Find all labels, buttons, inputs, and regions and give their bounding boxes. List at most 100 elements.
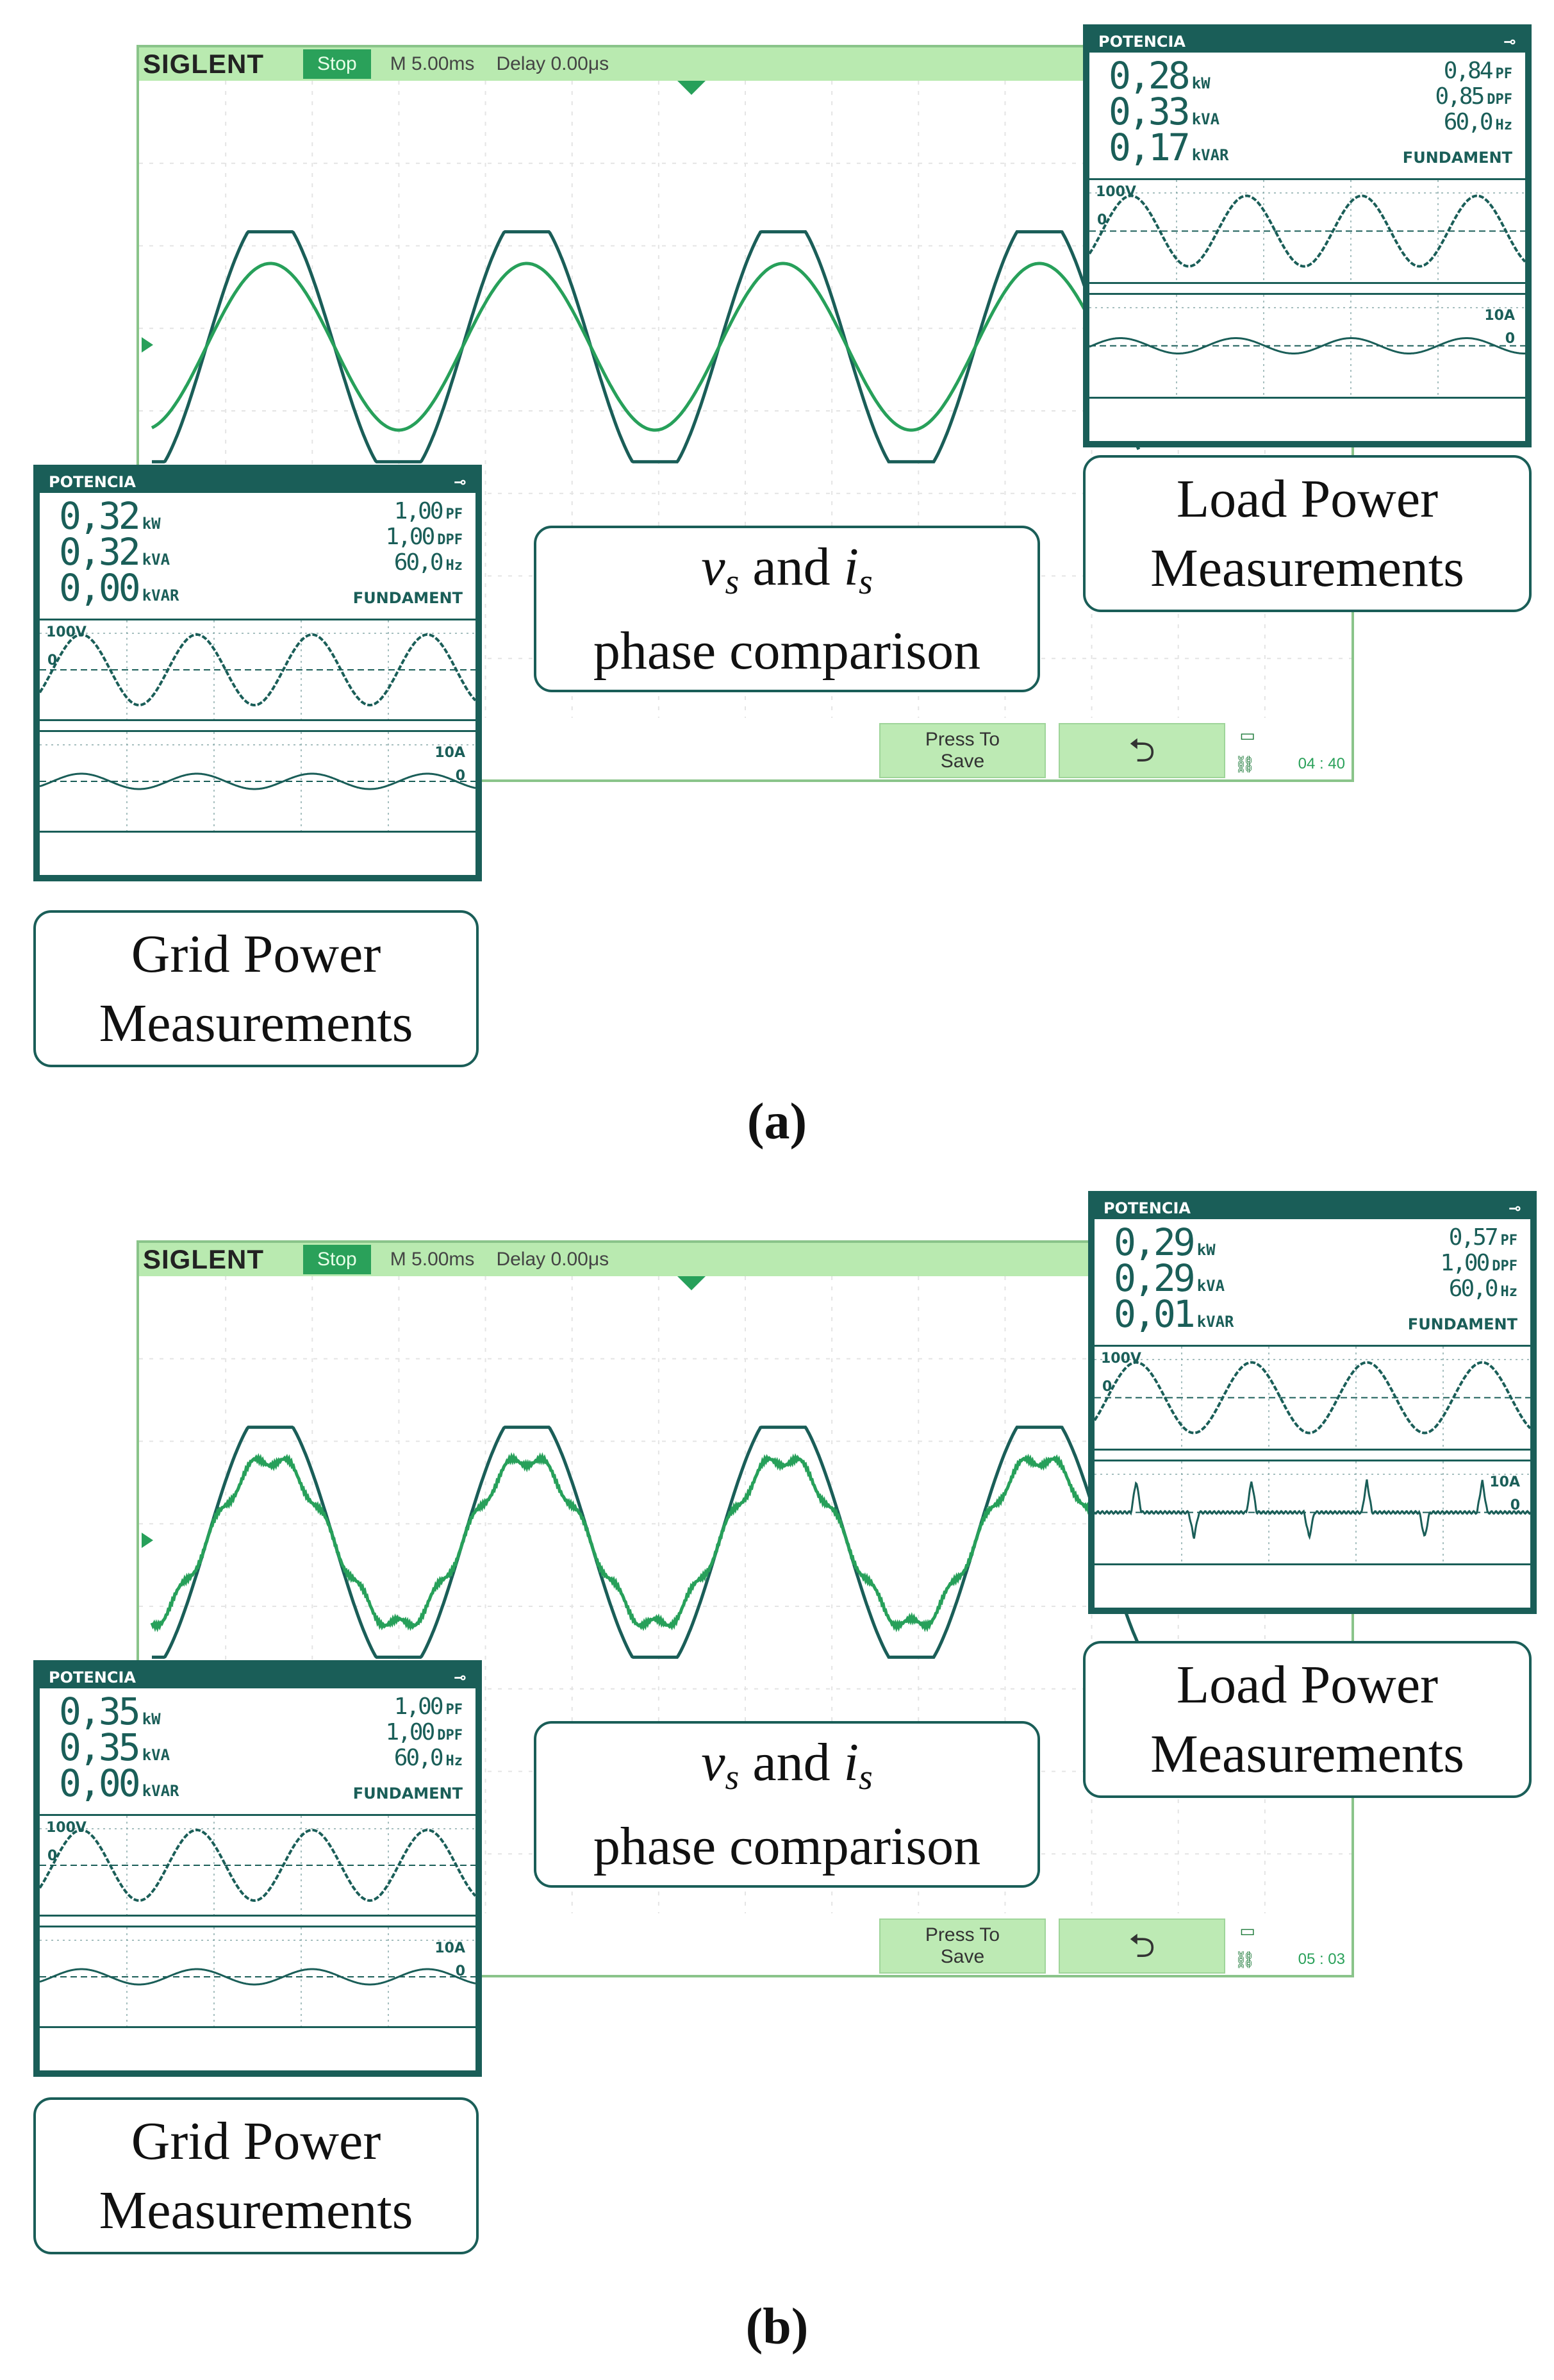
callout-line-2: Measurements xyxy=(1150,538,1464,598)
pf-unit: PF xyxy=(445,506,463,522)
current-trace-plot xyxy=(40,732,475,831)
kvar-unit: kVAR xyxy=(1196,1313,1234,1331)
current-scale-label: 10A xyxy=(1489,1474,1520,1490)
voltage-zero-label: 0 xyxy=(1102,1379,1112,1395)
kva-unit: kVA xyxy=(142,1746,170,1764)
meter-voltage-waveform xyxy=(1089,194,1525,268)
trigger-marker-icon xyxy=(677,81,706,95)
press-to-save-button[interactable]: Press To Save xyxy=(879,723,1046,778)
meter-header: POTENCIA ⊸ xyxy=(40,1667,475,1688)
dpf-value: 0,85 xyxy=(1435,83,1485,110)
run-stop-badge[interactable]: Stop xyxy=(303,1245,371,1274)
hz-unit: Hz xyxy=(445,558,463,574)
meter-current-waveform xyxy=(40,772,475,790)
plug-icon: ⊸ xyxy=(1503,33,1516,51)
callout-line-2: Measurements xyxy=(99,993,413,1053)
vs-subscript: s xyxy=(725,562,740,602)
plug-icon: ⊸ xyxy=(453,473,467,491)
current-scale-label: 10A xyxy=(434,1940,465,1956)
meter-header: POTENCIA ⊸ xyxy=(1089,31,1525,53)
current-scale-label: 10A xyxy=(434,745,465,761)
current-waveform xyxy=(150,1452,1140,1633)
meter-title: POTENCIA xyxy=(1104,1199,1191,1217)
current-trace-plot xyxy=(40,1927,475,2026)
return-arrow-icon[interactable]: ⮌ xyxy=(1059,1918,1225,1974)
dpf-value: 1,00 xyxy=(385,1719,436,1745)
current-zero-label: 0 xyxy=(1505,331,1515,347)
callout-line-1: vs and is xyxy=(701,533,873,617)
meter-voltage-waveform xyxy=(40,633,475,707)
press-to-save-button[interactable]: Press To Save xyxy=(879,1918,1046,1974)
voltage-zero-label: 0 xyxy=(47,653,58,669)
kvar-value: 0,00 xyxy=(59,1761,141,1805)
status-area xyxy=(1238,1918,1347,1974)
kva-unit: kVA xyxy=(1196,1277,1225,1295)
battery-icon: ▭ xyxy=(1239,726,1255,745)
kw-unit: kW xyxy=(142,1710,161,1728)
pf-value: 0,57 xyxy=(1448,1224,1499,1251)
voltage-scale-label: 100V xyxy=(46,1820,87,1836)
current-trace: 10A 0 xyxy=(40,730,475,833)
and-word: and xyxy=(739,1732,844,1792)
status-area xyxy=(1238,723,1347,778)
kva-value: 0,29 xyxy=(1114,1256,1196,1300)
grid-power-callout: Grid Power Measurements xyxy=(33,2097,479,2254)
pf-unit: PF xyxy=(1500,1233,1518,1249)
voltage-trace-plot xyxy=(1095,1347,1530,1449)
panel-b: SIGLENT Stop M 5.00ms Delay 0.00μs Press… xyxy=(0,1191,1554,2380)
callout-line-1: Grid Power xyxy=(131,924,381,984)
dpf-value: 1,00 xyxy=(385,524,436,550)
save-label-2: Save xyxy=(940,1946,985,1967)
hz-unit: Hz xyxy=(1495,117,1513,133)
is-symbol: i xyxy=(843,1732,859,1792)
meter-title: POTENCIA xyxy=(49,473,136,491)
plug-icon: ⊸ xyxy=(1508,1199,1521,1217)
scope-clock: 05 : 03 xyxy=(1298,1951,1345,1968)
return-arrow-icon[interactable]: ⮌ xyxy=(1059,723,1225,778)
meter-current-waveform xyxy=(40,1968,475,1986)
hz-unit: Hz xyxy=(1500,1284,1518,1300)
callout-line-2: Measurements xyxy=(1150,1724,1464,1784)
meter-header: POTENCIA ⊸ xyxy=(40,471,475,493)
callout-line-1: Grid Power xyxy=(131,2111,381,2171)
kvar-value: 0,00 xyxy=(59,566,141,610)
voltage-scale-label: 100V xyxy=(1101,1351,1141,1367)
hz-value: 60,0 xyxy=(393,1745,444,1771)
current-zero-label: 0 xyxy=(455,1963,465,1979)
callout-line-2: Measurements xyxy=(99,2180,413,2240)
kw-value: 0,35 xyxy=(59,1690,141,1733)
pf-value: 1,00 xyxy=(393,1693,444,1720)
kvar-unit: kVAR xyxy=(142,587,179,604)
kva-value: 0,32 xyxy=(59,530,141,574)
callout-line-1: Load Power xyxy=(1176,469,1439,529)
voltage-trace: 100V 0 xyxy=(40,1814,475,1917)
pf-value: 0,84 xyxy=(1443,58,1494,84)
voltage-trace-plot xyxy=(40,620,475,719)
kw-value: 0,29 xyxy=(1114,1220,1196,1264)
scope-clock: 04 : 40 xyxy=(1298,755,1345,772)
hz-value: 60,0 xyxy=(1448,1276,1499,1302)
callout-line-1: vs and is xyxy=(701,1728,873,1812)
current-trace-plot xyxy=(1095,1461,1530,1563)
kw-unit: kW xyxy=(1191,74,1211,92)
panel-label: (b) xyxy=(745,2299,809,2355)
pf-value: 1,00 xyxy=(393,498,444,524)
voltage-scale-label: 100V xyxy=(46,624,87,640)
kva-unit: kVA xyxy=(142,551,170,569)
trigger-marker-icon xyxy=(677,1276,706,1290)
vs-symbol: v xyxy=(701,537,725,597)
meter-title: POTENCIA xyxy=(1098,33,1186,51)
phase-comparison-callout: vs and is phase comparison xyxy=(534,526,1040,692)
voltage-trace: 100V 0 xyxy=(1095,1345,1530,1451)
kva-unit: kVA xyxy=(1191,110,1220,128)
load-power-callout: Load Power Measurements xyxy=(1083,1641,1532,1798)
voltage-trace: 100V 0 xyxy=(1089,178,1525,284)
run-stop-badge[interactable]: Stop xyxy=(303,49,371,79)
